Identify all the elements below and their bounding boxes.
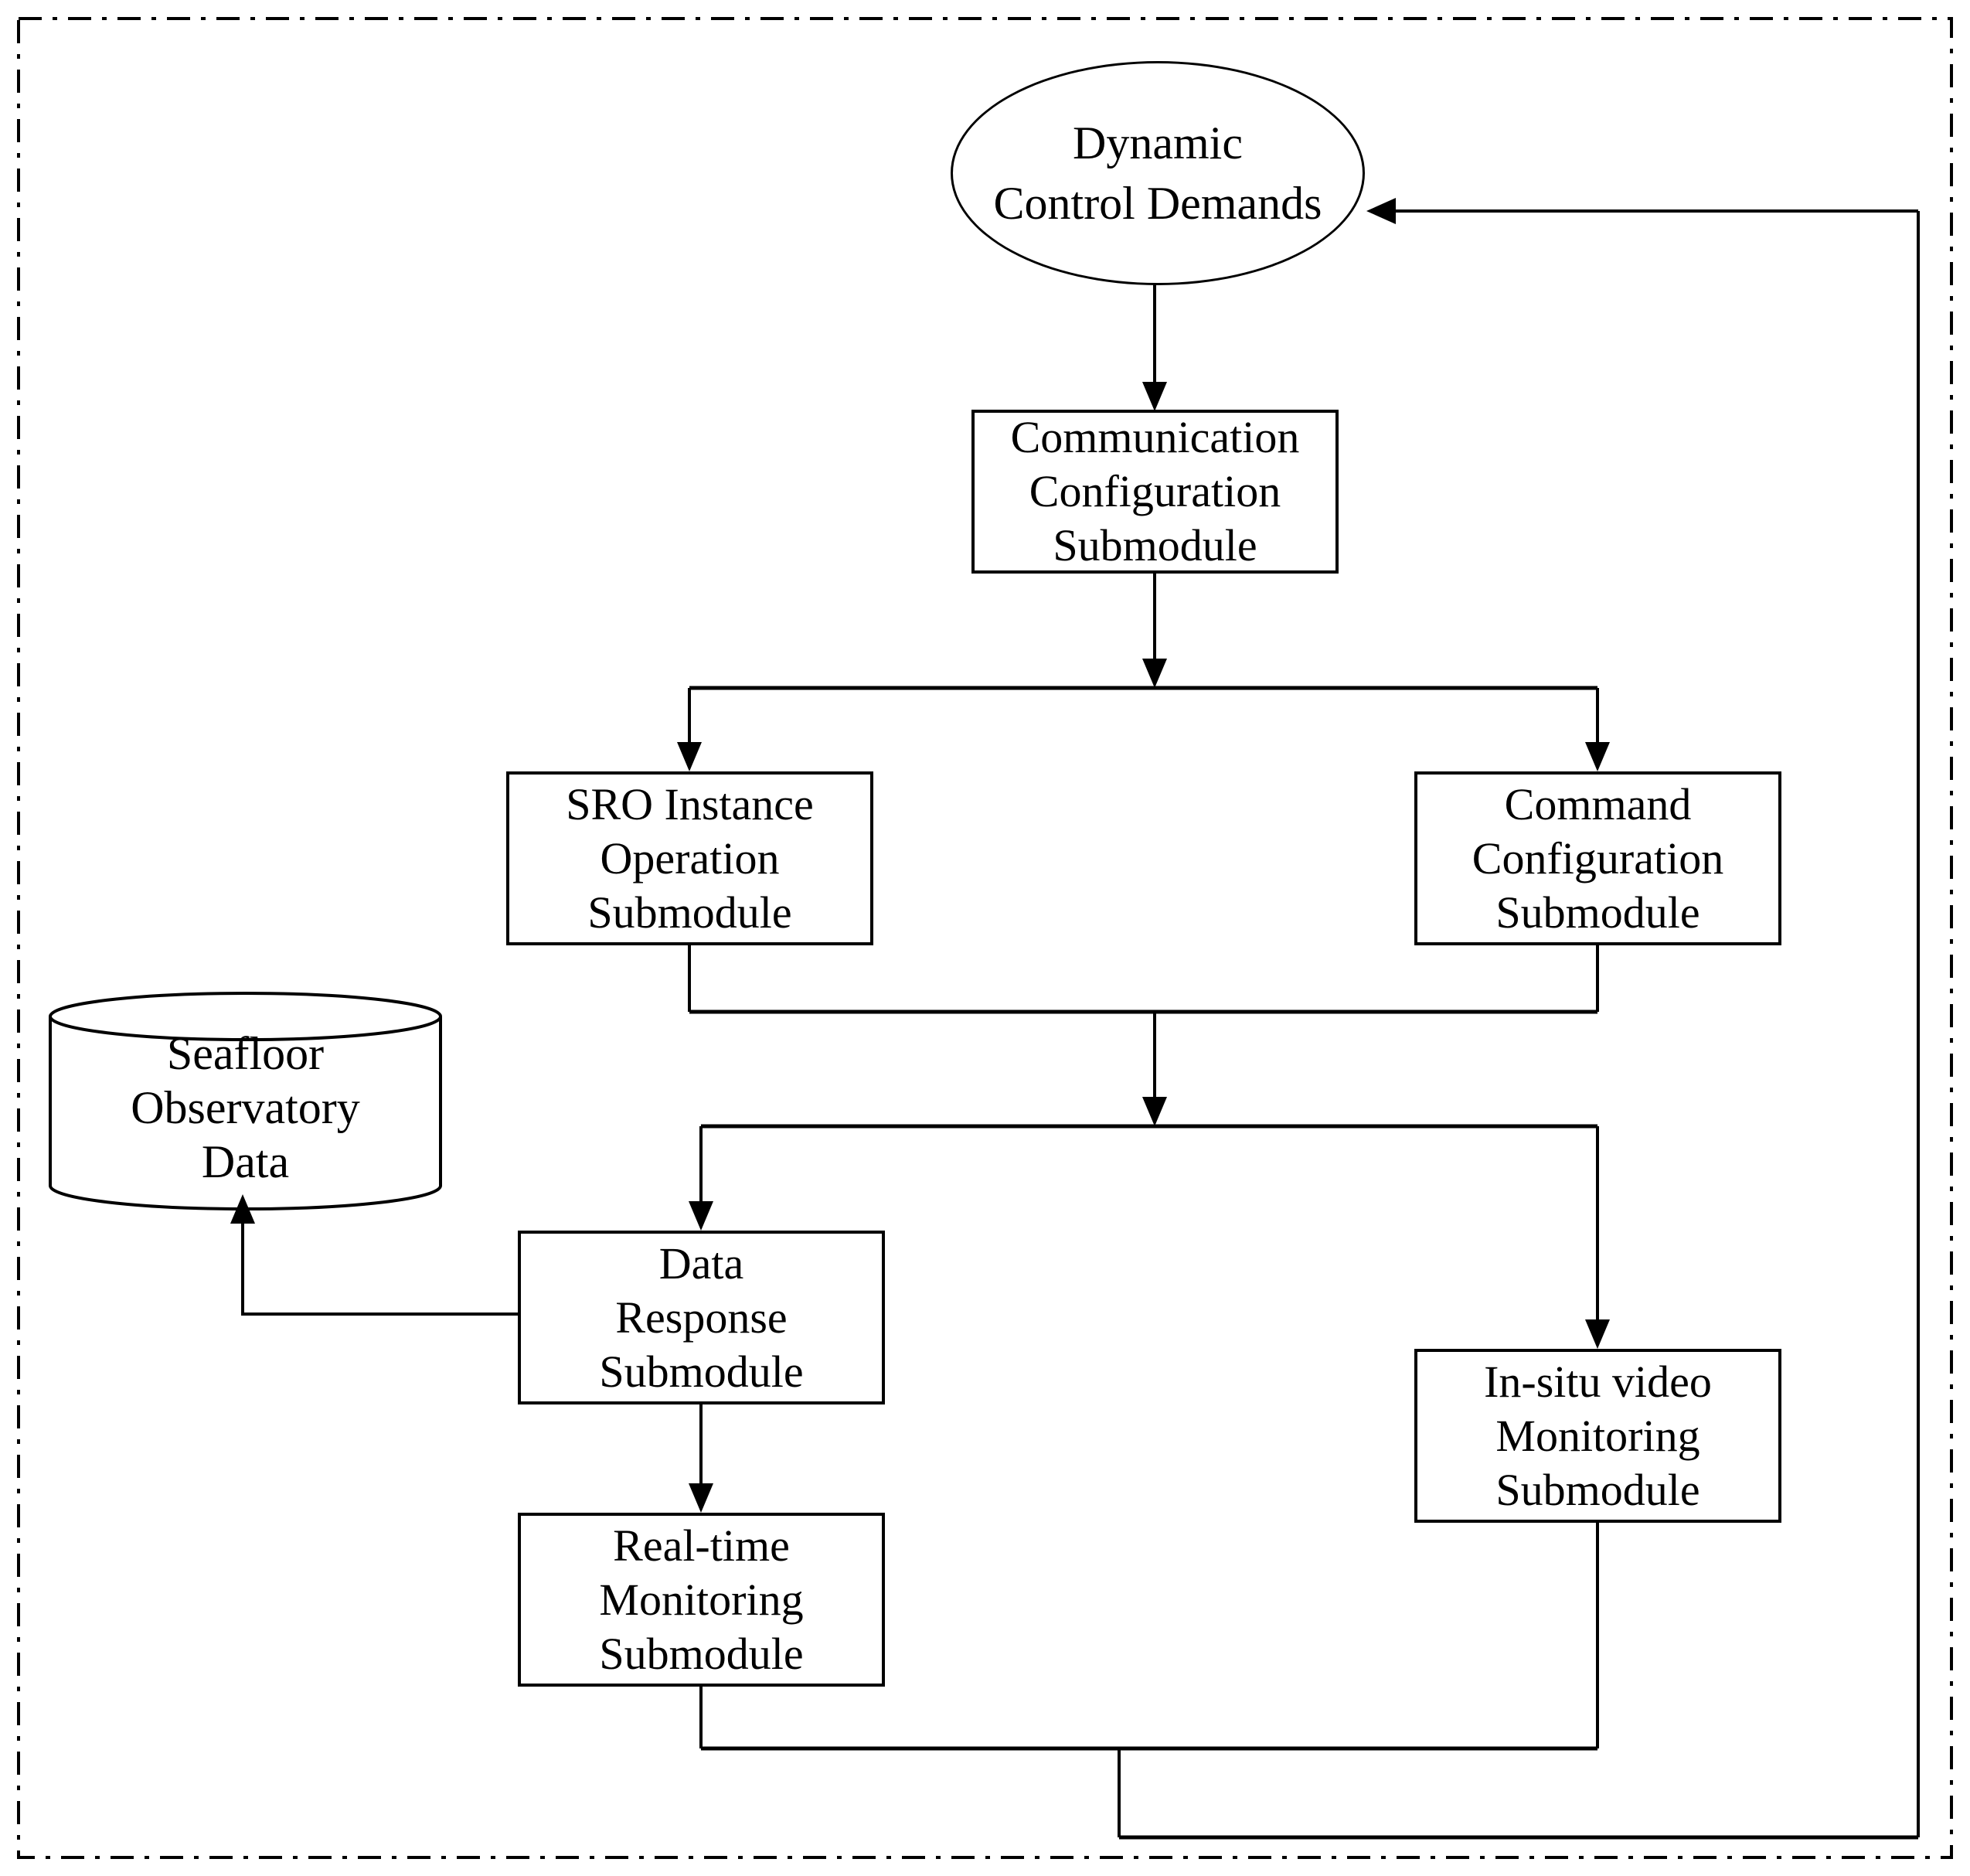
command-configuration-label: Command Configuration Submodule <box>1472 778 1724 938</box>
edge-merge-to-split2 <box>701 1012 1597 1129</box>
edge-split2-to-data-response <box>689 1126 713 1231</box>
seafloor-observatory-data-label: Seafloor Observatory Data <box>131 1027 360 1187</box>
edge-sro-command-merge <box>688 945 1599 1014</box>
edge-data-response-to-realtime <box>689 1404 713 1513</box>
communication-configuration-label: Communication Configuration Submodule <box>1010 412 1300 570</box>
edge-feedback-to-dynamic <box>1118 198 1920 1840</box>
edge-split2-to-insitu <box>1585 1126 1610 1349</box>
edge-dynamic-to-communication <box>1142 283 1167 411</box>
node-in-situ-video-monitoring-submodule: In-situ video Monitoring Submodule <box>1414 1349 1781 1523</box>
node-sro-instance-operation-submodule: SRO Instance Operation Submodule <box>506 771 873 945</box>
real-time-monitoring-label: Real-time Monitoring Submodule <box>599 1520 804 1679</box>
node-seafloor-observatory-data: Seafloor Observatory Data <box>50 1024 441 1190</box>
node-communication-configuration-submodule: Communication Configuration Submodule <box>971 410 1339 574</box>
edge-bottom-merge <box>699 1523 1599 1751</box>
node-real-time-monitoring-submodule: Real-time Monitoring Submodule <box>518 1513 885 1687</box>
edge-split-to-command <box>1585 688 1610 771</box>
node-data-response-submodule: Data Response Submodule <box>518 1231 885 1404</box>
node-command-configuration-submodule: Command Configuration Submodule <box>1414 771 1781 945</box>
in-situ-video-monitoring-label: In-situ video Monitoring Submodule <box>1484 1356 1712 1515</box>
edge-data-response-to-datastore <box>230 1194 519 1316</box>
sro-instance-operation-label: SRO Instance Operation Submodule <box>566 778 814 938</box>
node-dynamic-control-demands: Dynamic Control Demands <box>951 61 1365 285</box>
edge-communication-to-split <box>689 574 1597 690</box>
data-response-label: Data Response Submodule <box>599 1238 804 1397</box>
dynamic-control-demands-label: Dynamic Control Demands <box>993 117 1322 229</box>
datastore-cylinder-shape <box>49 992 442 1210</box>
edge-split-to-sro <box>677 688 702 771</box>
